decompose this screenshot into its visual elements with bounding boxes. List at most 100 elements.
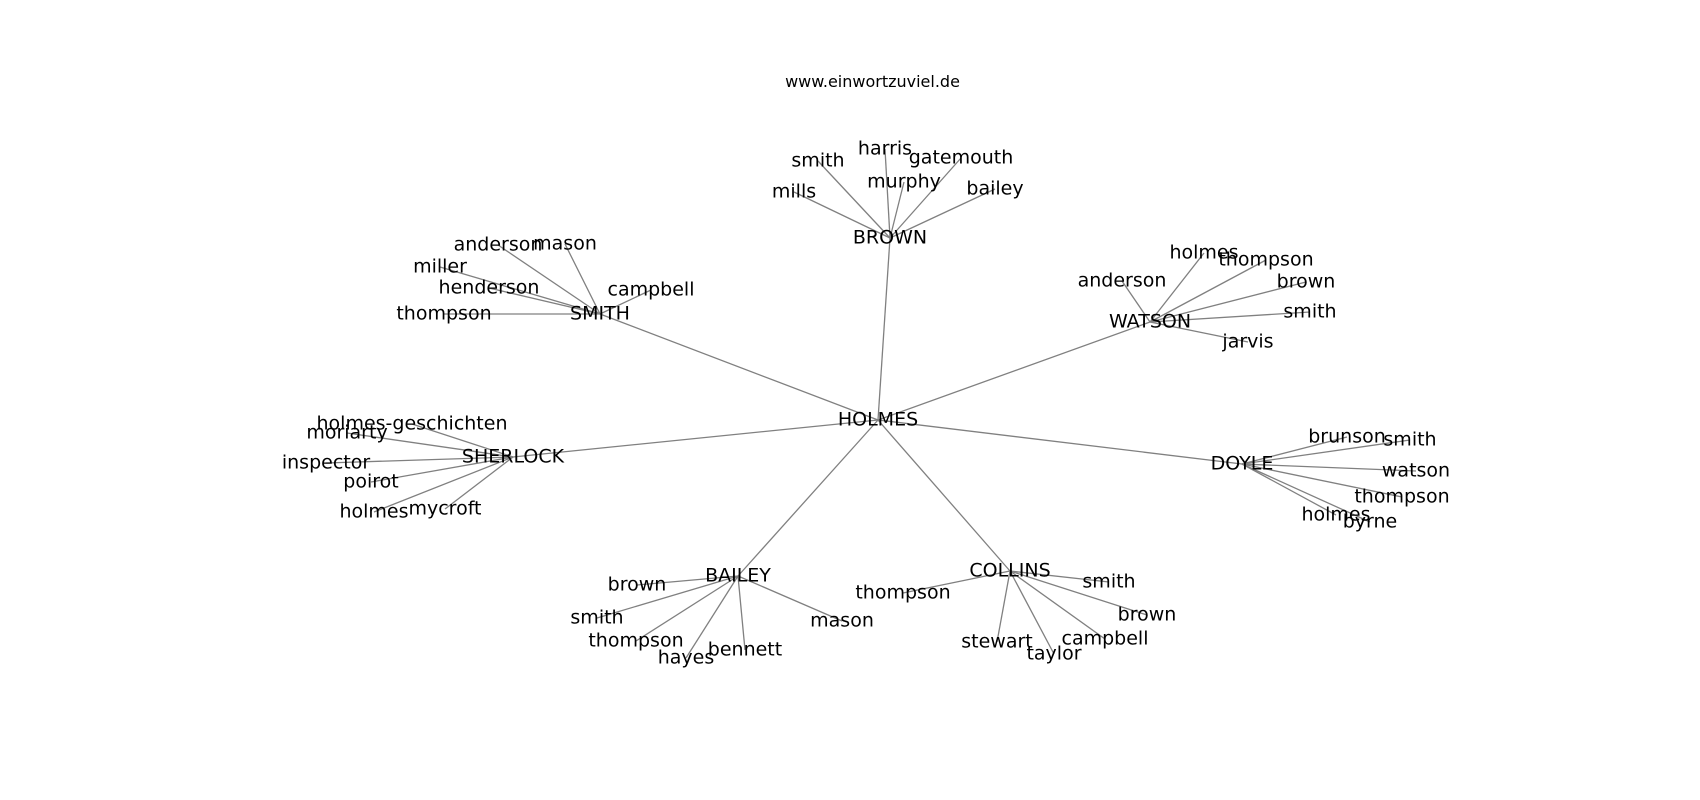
- edge-root-collins: [877, 419, 1011, 572]
- leaf-node-label: holmes: [1301, 504, 1370, 526]
- root-node-label: HOLMES: [838, 409, 918, 431]
- edge-collins-taylor: [1009, 570, 1055, 655]
- edge-collins-stewart: [996, 570, 1011, 643]
- leaf-node-label: harris: [858, 138, 912, 160]
- edge-doyle-smith: [1241, 439, 1411, 465]
- page-title: www.einwortzuviel.de: [785, 72, 960, 91]
- cluster-node-label: SMITH: [570, 303, 630, 325]
- leaf-node-label: holmes-geschichten: [317, 413, 508, 435]
- leaf-node-label: brown: [1277, 271, 1336, 293]
- leaf-node-label: thompson: [396, 303, 491, 325]
- edge-watson-brown: [1149, 281, 1307, 323]
- leaf-node-label: anderson: [1078, 270, 1167, 292]
- leaf-node-label: mason: [533, 233, 597, 255]
- edge-brown-bailey: [889, 188, 996, 239]
- leaf-node-label: campbell: [608, 279, 695, 301]
- edge-collins-brown: [1009, 570, 1148, 616]
- leaf-node-label: murphy: [867, 171, 941, 193]
- leaf-node-label: brown: [1118, 604, 1177, 626]
- leaf-node-label: bailey: [966, 178, 1023, 200]
- leaf-node-label: brunson: [1308, 426, 1386, 448]
- leaf-node-label: bennett: [708, 639, 782, 661]
- leaf-node-label: henderson: [439, 277, 540, 299]
- leaf-node-label: gatemouth: [909, 147, 1014, 169]
- leaf-node-label: moriarty: [306, 422, 387, 444]
- leaf-node-label: mason: [810, 610, 874, 632]
- leaf-node-label: mills: [772, 181, 816, 203]
- leaf-node-label: anderson: [454, 234, 543, 256]
- edge-brown-gatemouth: [889, 157, 962, 239]
- leaf-node-label: smith: [1283, 301, 1336, 323]
- cluster-node-label: DOYLE: [1211, 453, 1274, 475]
- leaf-node-label: brown: [608, 574, 667, 596]
- leaf-node-label: hayes: [658, 647, 715, 669]
- leaf-node-label: campbell: [1062, 628, 1149, 650]
- graph-edges: [325, 148, 1417, 659]
- edge-doyle-holmes: [1241, 463, 1337, 516]
- edge-smith-miller: [439, 266, 601, 315]
- edge-brown-harris: [884, 148, 891, 239]
- leaf-node-label: watson: [1382, 460, 1450, 482]
- cluster-node-label: WATSON: [1109, 311, 1191, 333]
- edge-doyle-byrne: [1241, 463, 1371, 523]
- leaf-node-label: smith: [570, 607, 623, 629]
- edge-smith-campbell: [599, 289, 652, 315]
- edge-root-watson: [877, 321, 1151, 421]
- edge-watson-holmes: [1149, 252, 1205, 323]
- edge-collins-smith: [1009, 570, 1110, 583]
- leaf-node-label: holmes: [339, 501, 408, 523]
- leaf-node-label: thompson: [588, 630, 683, 652]
- leaf-node-label: holmes: [1169, 242, 1238, 264]
- edge-root-sherlock: [512, 419, 879, 458]
- edge-sherlock-poirot: [370, 456, 514, 483]
- leaf-node-label: byrne: [1343, 511, 1398, 533]
- edge-collins-thompson: [902, 570, 1011, 594]
- edge-root-brown: [877, 237, 891, 421]
- leaf-node-label: smith: [791, 150, 844, 172]
- edge-watson-smith: [1149, 311, 1311, 323]
- edge-sherlock-moriarty: [346, 432, 514, 458]
- leaf-node-label: mycroft: [408, 498, 481, 520]
- edge-root-doyle: [877, 419, 1243, 465]
- edge-brown-mills: [793, 191, 891, 239]
- leaf-node-label: miller: [413, 256, 467, 278]
- edge-bailey-smith: [596, 575, 739, 619]
- edge-doyle-brunson: [1241, 436, 1348, 465]
- edge-brown-smith: [817, 160, 891, 239]
- leaf-node-label: thompson: [1354, 486, 1449, 508]
- leaf-node-label: smith: [1082, 571, 1135, 593]
- edge-smith-henderson: [488, 287, 601, 315]
- leaf-node-label: jarvis: [1221, 331, 1273, 353]
- edge-bailey-thompson: [635, 575, 739, 642]
- edge-watson-jarvis: [1149, 321, 1249, 343]
- edge-sherlock-holmes-geschichten: [411, 423, 514, 458]
- edge-root-smith: [599, 313, 879, 421]
- edge-sherlock-inspector: [325, 456, 514, 464]
- leaf-node-label: poirot: [343, 471, 398, 493]
- cluster-node-label: BAILEY: [705, 565, 771, 587]
- edge-sherlock-holmes: [373, 456, 514, 513]
- edge-collins-campbell: [1009, 570, 1106, 640]
- cluster-node-label: SHERLOCK: [462, 446, 565, 468]
- leaf-node-label: smith: [1383, 429, 1436, 451]
- leaf-node-label: thompson: [855, 582, 950, 604]
- leaf-node-label: thompson: [1218, 249, 1313, 271]
- edge-doyle-thompson: [1241, 463, 1403, 498]
- edge-bailey-brown: [636, 575, 739, 586]
- cluster-node-label: BROWN: [853, 227, 927, 249]
- cluster-node-label: COLLINS: [969, 560, 1050, 582]
- edge-bailey-bennett: [737, 575, 746, 651]
- edge-bailey-hayes: [685, 575, 739, 659]
- leaf-node-label: taylor: [1026, 643, 1081, 665]
- edge-smith-anderson: [497, 244, 601, 315]
- leaf-node-label: inspector: [282, 452, 370, 474]
- edge-watson-anderson: [1121, 280, 1151, 323]
- edge-bailey-mason: [737, 575, 843, 622]
- leaf-node-label: stewart: [961, 631, 1032, 653]
- edge-smith-mason: [564, 243, 601, 315]
- edge-doyle-watson: [1241, 463, 1417, 472]
- edge-root-bailey: [737, 419, 879, 577]
- edge-watson-thompson: [1149, 259, 1267, 323]
